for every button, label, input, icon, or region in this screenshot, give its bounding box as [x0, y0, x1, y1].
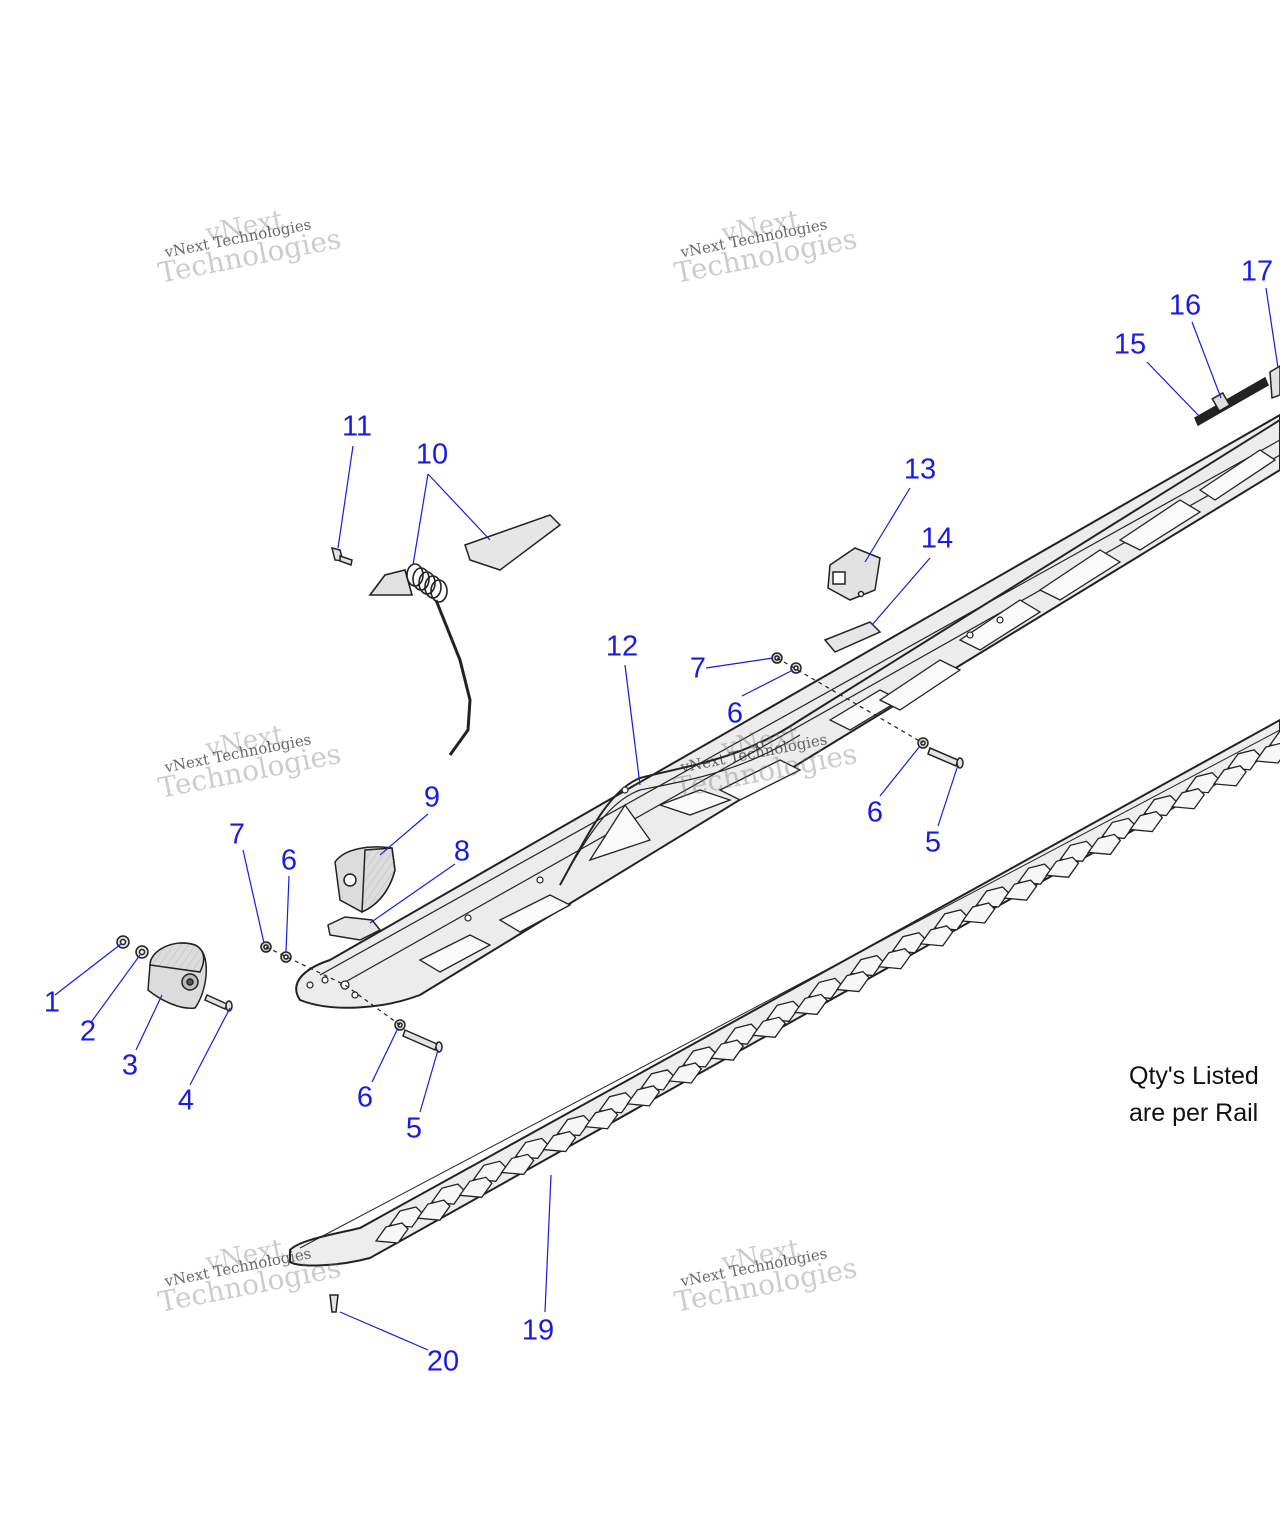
callout-2: 2	[79, 1015, 97, 1048]
callout-4: 4	[177, 1084, 195, 1117]
callout-6-left: 6	[280, 844, 298, 877]
part-11-bolt	[330, 546, 353, 567]
rail-frame-cutouts	[418, 449, 1277, 973]
part-15-16-bolt-assembly	[1194, 376, 1269, 427]
callout-20: 20	[426, 1345, 460, 1378]
part-5-bolt-lower	[402, 1028, 443, 1053]
callout-6-middle: 6	[726, 697, 744, 730]
callout-7-left: 7	[228, 818, 246, 851]
callout-8: 8	[453, 835, 471, 868]
quantity-note: Qty's Listed are per Rail	[1129, 1058, 1259, 1132]
part-2-washer	[135, 945, 149, 959]
callout-6-lower: 6	[356, 1081, 374, 1114]
callout-15: 15	[1113, 328, 1147, 361]
callout-14: 14	[920, 522, 954, 555]
part-9-block	[334, 846, 396, 914]
callout-11: 11	[341, 410, 373, 443]
callout-16: 16	[1168, 289, 1202, 322]
leader-lines	[54, 287, 1279, 1351]
callout-1: 1	[43, 986, 61, 1019]
callout-12: 12	[605, 630, 639, 663]
quantity-note-line-2: are per Rail	[1129, 1099, 1259, 1127]
slide-rail-frame	[295, 413, 1280, 1009]
wear-strip-teeth	[374, 730, 1280, 1244]
part-13-block	[827, 547, 881, 601]
callout-19: 19	[521, 1314, 555, 1347]
part-20-bolt	[329, 1294, 339, 1313]
quantity-note-line-1: Qty's Listed	[1129, 1062, 1259, 1090]
callout-17: 17	[1240, 255, 1274, 288]
part-14-pin	[823, 621, 882, 653]
part-10-spring	[368, 563, 472, 756]
callout-10: 10	[415, 438, 449, 471]
rail-frame-holes	[306, 616, 1004, 999]
callout-5-lower: 5	[405, 1112, 423, 1145]
part-17-bracket	[1269, 365, 1280, 400]
callout-5-upper: 5	[924, 826, 942, 859]
part-8-clip	[327, 916, 382, 941]
callout-6-right: 6	[866, 796, 884, 829]
callout-7-right: 7	[689, 652, 707, 685]
part-5-bolt-upper	[927, 746, 964, 769]
callout-3: 3	[121, 1049, 139, 1082]
part-10-plate	[464, 514, 562, 571]
callout-13: 13	[903, 453, 937, 486]
callout-9: 9	[423, 781, 441, 814]
part-4-bolt	[204, 993, 233, 1012]
part-3-bumper	[147, 942, 208, 1009]
